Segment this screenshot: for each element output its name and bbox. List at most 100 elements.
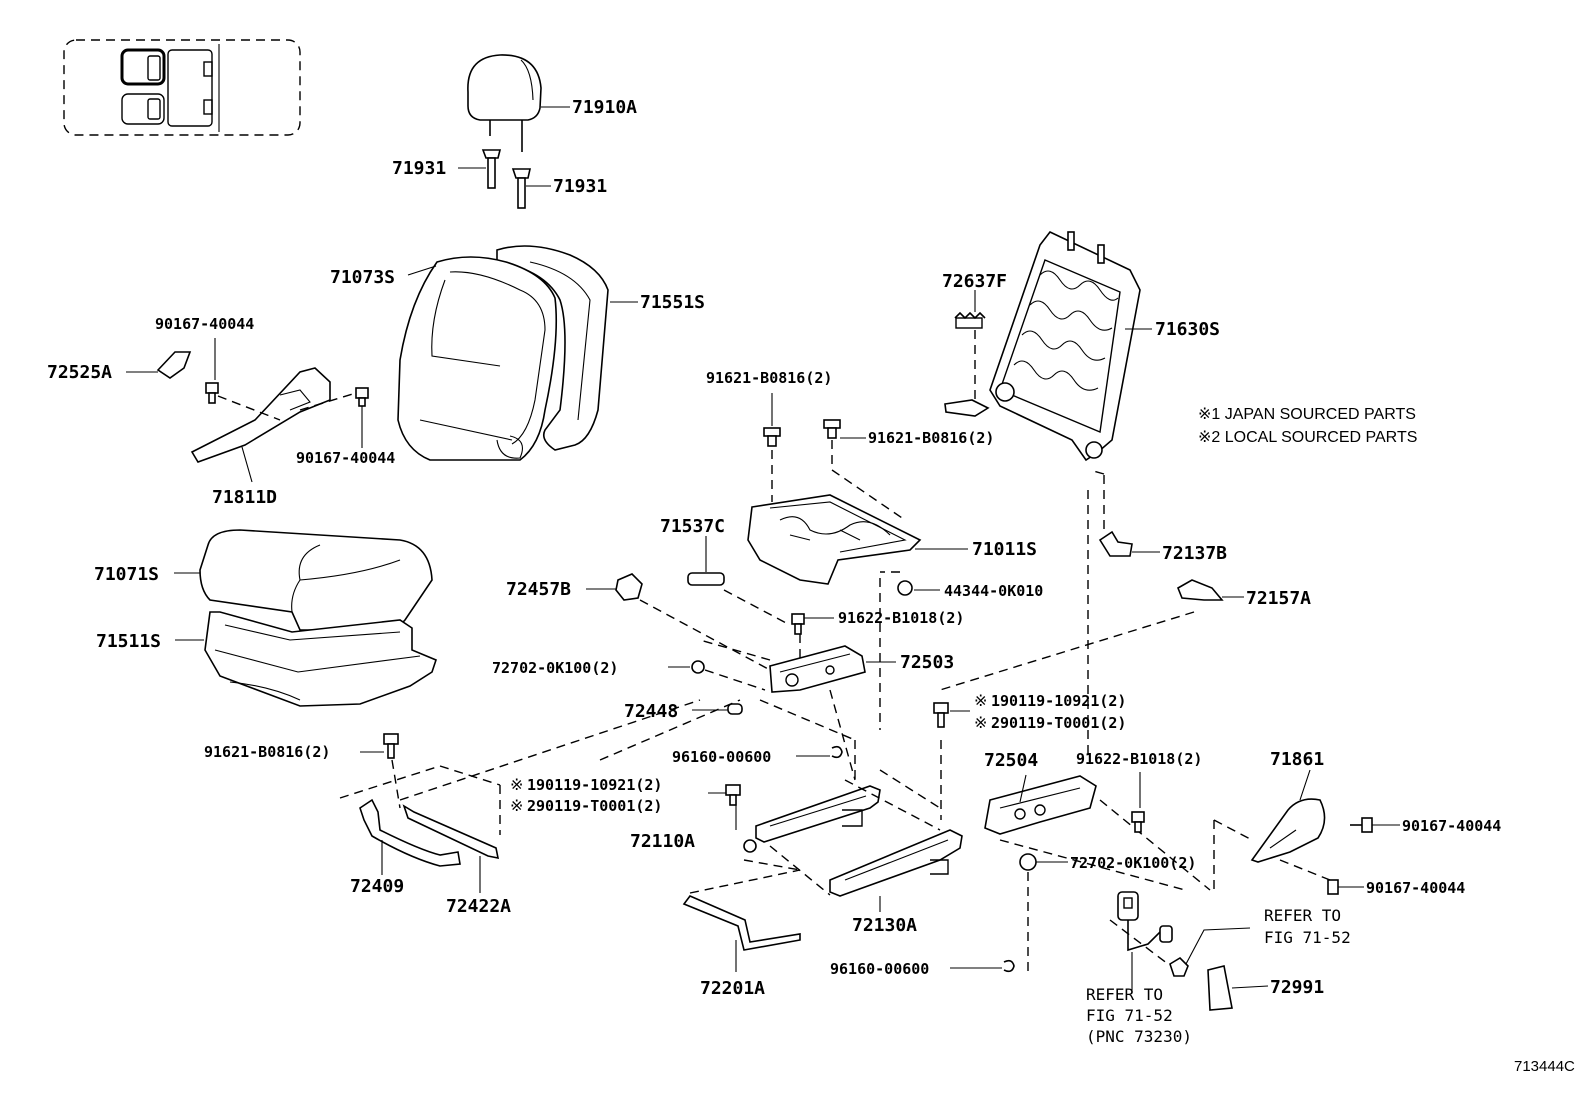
label-bolt-90119-right-1: 190119-10921(2) — [991, 692, 1126, 710]
bolt-icon — [360, 733, 401, 809]
label-bolt-90119-right-mark-1: ※ — [974, 693, 987, 710]
seat-adjuster-upper-shape — [759, 645, 896, 781]
label-bolt-90119-right-2: 290119-T0001(2) — [991, 714, 1126, 732]
reference-right-line2: FIG 71-52 — [1264, 928, 1351, 947]
bolt-icon — [1131, 772, 1145, 833]
label-bolt-90119-left-mark-1: ※ — [510, 777, 523, 794]
seatbelt-buckle-shape — [1117, 891, 1173, 990]
label-washer-upper: 96160-00600 — [672, 748, 771, 766]
label-spring: 72637F — [942, 271, 1007, 292]
label-bolt-cushion-left: 91621-B0816(2) — [706, 369, 832, 387]
clip-icon — [879, 578, 940, 730]
cover-72157-shape — [939, 490, 1244, 760]
cushion-pad-shape — [175, 611, 437, 707]
label-clip-44344: 44344-0K010 — [944, 582, 1043, 600]
note-local-sourced: ※2 LOCAL SOURCED PARTS — [1198, 429, 1417, 446]
wire-72201-shape — [682, 869, 801, 972]
wire-72409-shape — [359, 798, 461, 875]
seatback-cover-shape — [397, 245, 638, 461]
label-screw-upper-left: 90167-40044 — [155, 315, 254, 333]
label-nut-right: 72702-0K100(2) — [1070, 854, 1196, 872]
label-washer-lower: 96160-00600 — [830, 960, 929, 978]
reference-bottom-line1: REFER TO — [1086, 985, 1163, 1004]
bolt-icon — [763, 393, 781, 447]
shield-shape — [1213, 769, 1326, 892]
bolt-icon — [933, 702, 970, 820]
label-headrest: 71910A — [572, 97, 637, 118]
reference-bottom-line2: FIG 71-52 — [1086, 1006, 1173, 1025]
cover-72137-shape — [1098, 475, 1160, 557]
label-bolt-91622-upper: 91622-B1018(2) — [838, 609, 964, 627]
label-seatback-frame: 71630S — [1155, 319, 1220, 340]
label-screw-lower-left: 90167-40044 — [296, 449, 395, 467]
label-adjuster-72503: 72503 — [900, 652, 954, 673]
label-screw-shield-lower: 90167-40044 — [1366, 879, 1465, 897]
label-cover-72137: 72137B — [1162, 543, 1227, 564]
nut-icon — [668, 660, 766, 691]
recliner-cover-shapes — [126, 338, 369, 483]
cushion-cover-shape — [174, 529, 433, 632]
screw-icon — [355, 387, 369, 448]
spring-shape — [954, 290, 986, 400]
label-screw-shield-upper: 90167-40044 — [1402, 817, 1501, 835]
label-cushion-cover: 71071S — [94, 564, 159, 585]
reference-right-line1: REFER TO — [1264, 906, 1341, 925]
label-seatback-cover: 71073S — [330, 267, 395, 288]
label-bolt-cushion-right: 91621-B0816(2) — [868, 429, 994, 447]
label-wire-72422: 72422A — [446, 896, 511, 917]
label-nut-left: 72702-0K100(2) — [492, 659, 618, 677]
nut-icon — [1019, 853, 1068, 975]
label-headrest-support-left: 71931 — [392, 158, 446, 179]
label-bolt-90119-left-1: 190119-10921(2) — [527, 776, 662, 794]
label-cushion-pad: 71511S — [96, 631, 161, 652]
part-labels: 71910A 71931 71931 71073S 71551S 71630S … — [47, 97, 1501, 999]
cushion-frame-shape — [747, 440, 968, 585]
reference-bottom-line3: (PNC 73230) — [1086, 1027, 1192, 1046]
label-bolt-90119-left-mark-2: ※ — [510, 798, 523, 815]
washer-icon — [950, 959, 1015, 973]
label-track-72130: 72130A — [852, 915, 917, 936]
label-shield: 71861 — [1270, 749, 1324, 770]
note-japan-sourced: ※1 JAPAN SOURCED PARTS — [1198, 406, 1416, 423]
label-bolt-90119-right-mark-2: ※ — [974, 715, 987, 732]
label-cushion-frame: 71011S — [972, 539, 1037, 560]
cap-shape — [1207, 965, 1269, 1011]
reference-lines — [699, 469, 1105, 831]
label-headrest-support-right: 71931 — [553, 176, 607, 197]
label-cover-72157: 72157A — [1246, 588, 1311, 609]
wire-72422-shape — [339, 699, 741, 893]
label-cap: 72991 — [1270, 977, 1324, 998]
label-track-72110: 72110A — [630, 831, 695, 852]
label-bushing: 72448 — [624, 701, 678, 722]
headrest-supports — [458, 149, 551, 209]
knob-shape — [586, 573, 771, 671]
lever-cover-shape — [687, 536, 791, 626]
label-bolt-91622-lower: 91622-B1018(2) — [1076, 750, 1202, 768]
label-wire-72409: 72409 — [350, 876, 404, 897]
label-adjuster-72504: 72504 — [984, 750, 1038, 771]
bolt-icon — [823, 419, 866, 439]
label-wire-72201: 72201A — [700, 978, 765, 999]
seat-adjuster-right-shape — [984, 774, 1211, 891]
nut-icon — [1109, 919, 1251, 977]
seat-track-right-shape — [829, 769, 963, 912]
figure-id: 713444C — [1514, 1058, 1575, 1075]
figure-references: REFER TO FIG 71-52 REFER TO FIG 71-52 (P… — [1086, 906, 1351, 1046]
screw-icon — [205, 338, 219, 404]
label-lever-cover: 71537C — [660, 516, 725, 537]
screw-icon — [1279, 859, 1364, 895]
washer-icon — [796, 745, 843, 759]
bolt-icon — [708, 784, 741, 806]
label-recliner-cover-inner: 71811D — [212, 487, 277, 508]
seat-locator-inset — [63, 39, 301, 136]
bushing-shape — [692, 703, 743, 715]
sourcing-notes: ※1 JAPAN SOURCED PARTS ※2 LOCAL SOURCED … — [1198, 406, 1417, 446]
seatback-frame-shape — [944, 231, 1152, 462]
label-recliner-cover-clip: 72525A — [47, 362, 112, 383]
screw-icon — [1350, 817, 1400, 833]
label-bolt-lower-left: 91621-B0816(2) — [204, 743, 330, 761]
label-seatback-pad: 71551S — [640, 292, 705, 313]
headrest-shape — [467, 54, 570, 152]
